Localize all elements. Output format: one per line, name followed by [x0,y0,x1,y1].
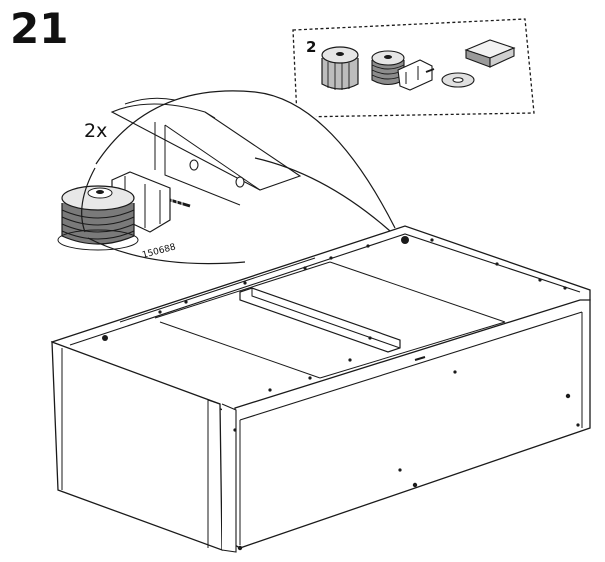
mounting-bracket-icon [371,50,435,91]
felt-pad-icon [464,39,516,68]
multiplier-label: 2x [84,120,107,142]
adjustable-foot-icon [321,46,359,90]
detail-callout: 2x 150688 [57,90,401,268]
washer-icon [441,72,475,88]
hardware-dots [102,236,580,551]
parts-box: 2 [292,18,535,118]
parts-quantity: 2 [306,38,316,56]
cabinet-frame [50,225,591,553]
foot-bracket-assembly [57,171,191,251]
mounting-hole [189,159,199,171]
mounting-hole [235,176,245,188]
step-number: 21 [10,4,69,53]
screw-icon [169,198,191,208]
